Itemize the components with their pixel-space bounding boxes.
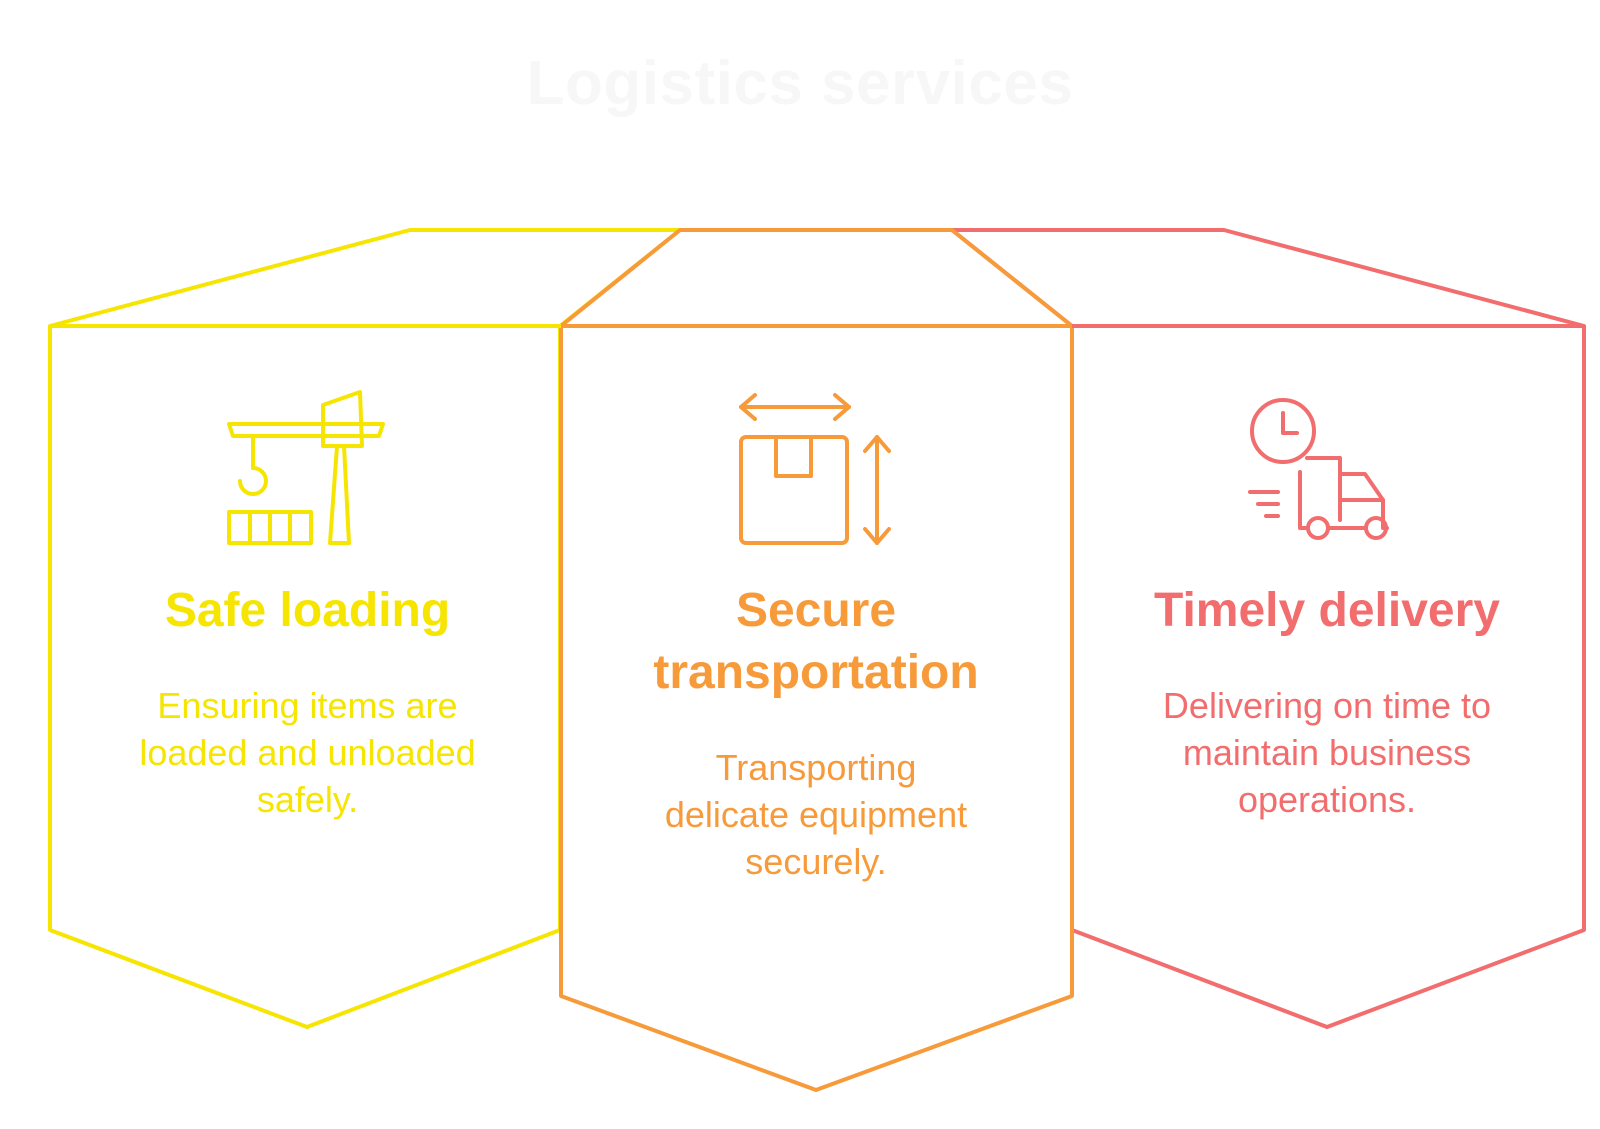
card-description: Ensuring items are loaded and unloaded s… xyxy=(139,685,476,820)
card-title: Timely delivery xyxy=(1154,584,1500,637)
package-dimensions-icon xyxy=(739,393,891,545)
crane-icon xyxy=(227,390,385,545)
card-timely-delivery: Timely delivery Delivering on time to ma… xyxy=(1122,580,1532,823)
card-title: Safe loading xyxy=(164,584,451,637)
card-description: Delivering on time to maintain business … xyxy=(1162,685,1492,820)
card-2-outline xyxy=(559,228,1074,1092)
card-title: Secure transportation xyxy=(653,584,979,699)
delivery-truck-clock-icon xyxy=(1248,398,1389,540)
card-safe-loading: Safe loading Ensuring items are loaded a… xyxy=(100,580,515,823)
card-description: Transporting delicate equipment securely… xyxy=(664,747,968,882)
page-title: Logistics services xyxy=(526,49,1074,118)
card-secure-transportation: Secure transportation Transporting delic… xyxy=(616,580,1016,885)
